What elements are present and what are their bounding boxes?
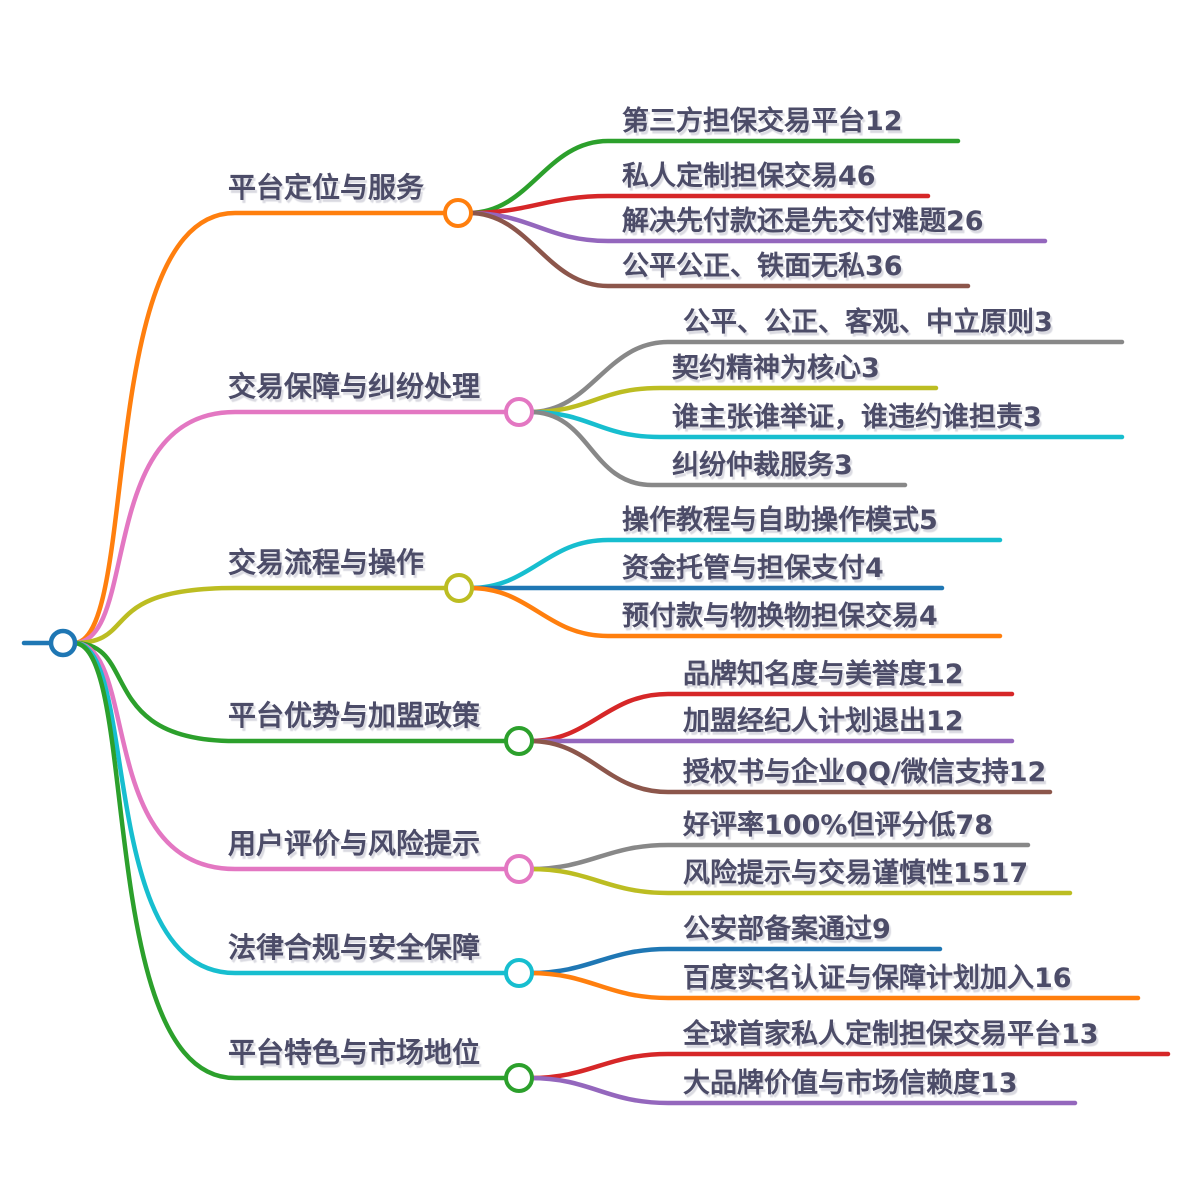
subtopic-line [527, 738, 1053, 795]
subtopic-label[interactable]: 百度实名认证与保障计划加入16 [683, 962, 1072, 994]
subtopic-label[interactable]: 全球首家私人定制担保交易平台13 [682, 1018, 1099, 1050]
topic-label[interactable]: 法律合规与安全保障 [228, 931, 480, 964]
subtopic-label[interactable]: 预付款与物换物担保交易4 [622, 600, 938, 632]
subtopic-line [466, 138, 961, 216]
root-node[interactable] [48, 628, 78, 658]
topic-label[interactable]: 交易保障与纠纷处理 [228, 370, 480, 403]
branch-line [71, 640, 518, 1081]
topic-label[interactable]: 用户评价与风险提示 [228, 827, 480, 860]
subtopic-label[interactable]: 契约精神为核心3 [672, 352, 880, 384]
branch-node[interactable] [444, 573, 474, 603]
subtopic-line [466, 210, 971, 289]
subtopic-line [467, 585, 1003, 639]
subtopic-label[interactable]: 授权书与企业QQ/微信支持12 [683, 756, 1046, 788]
subtopic-label[interactable]: 资金托管与担保支付4 [622, 552, 884, 584]
subtopic-line [527, 1075, 1078, 1106]
subtopic-line [527, 970, 1141, 1001]
branch-node[interactable] [504, 1063, 534, 1093]
subtopic-label[interactable]: 公安部备案通过9 [683, 913, 891, 945]
branch-node[interactable] [443, 198, 473, 228]
subtopic-label[interactable]: 私人定制担保交易46 [622, 160, 876, 192]
branch-node[interactable] [504, 958, 534, 988]
subtopic-label[interactable]: 解决先付款还是先交付难题26 [622, 205, 984, 237]
subtopic-label[interactable]: 纠纷仲裁服务3 [672, 449, 853, 481]
branch-line [71, 409, 518, 646]
subtopic-label[interactable]: 公平公正、铁面无私36 [622, 251, 903, 282]
branch-line [71, 640, 518, 976]
branch-line [71, 640, 518, 744]
topic-label[interactable]: 平台优势与加盟政策 [228, 699, 480, 732]
subtopic-line [527, 385, 939, 415]
branch-line [71, 210, 457, 646]
subtopic-line [527, 691, 1015, 744]
subtopic-line [467, 537, 1003, 591]
subtopic-label[interactable]: 加盟经纪人计划退出12 [683, 705, 964, 737]
subtopic-label[interactable]: 品牌知名度与美誉度12 [683, 658, 964, 690]
subtopic-line [527, 409, 908, 488]
subtopic-line [527, 866, 1073, 896]
subtopic-line [527, 946, 943, 976]
subtopic-label[interactable]: 第三方担保交易平台12 [622, 105, 903, 137]
branch-line [71, 585, 458, 646]
subtopic-line [527, 1051, 1171, 1081]
branch-node[interactable] [504, 854, 534, 884]
subtopic-label[interactable]: 大品牌价值与市场信赖度13 [683, 1067, 1018, 1099]
subtopic-label[interactable]: 公平、公正、客观、中立原则3 [683, 306, 1053, 338]
subtopic-label[interactable]: 好评率100%但评分低78 [682, 809, 993, 841]
branch-node[interactable] [504, 726, 534, 756]
branch-node[interactable] [504, 397, 534, 427]
subtopic-label[interactable]: 操作教程与自助操作模式5 [622, 504, 938, 536]
subtopic-label[interactable]: 风险提示与交易谨慎性1517 [683, 857, 1028, 889]
topic-label[interactable]: 平台特色与市场地位 [228, 1036, 480, 1069]
topic-label[interactable]: 交易流程与操作 [228, 546, 424, 579]
topic-label[interactable]: 平台定位与服务 [228, 171, 424, 204]
branch-line [71, 640, 518, 872]
subtopic-label[interactable]: 谁主张谁举证，谁违约谁担责3 [672, 401, 1042, 433]
